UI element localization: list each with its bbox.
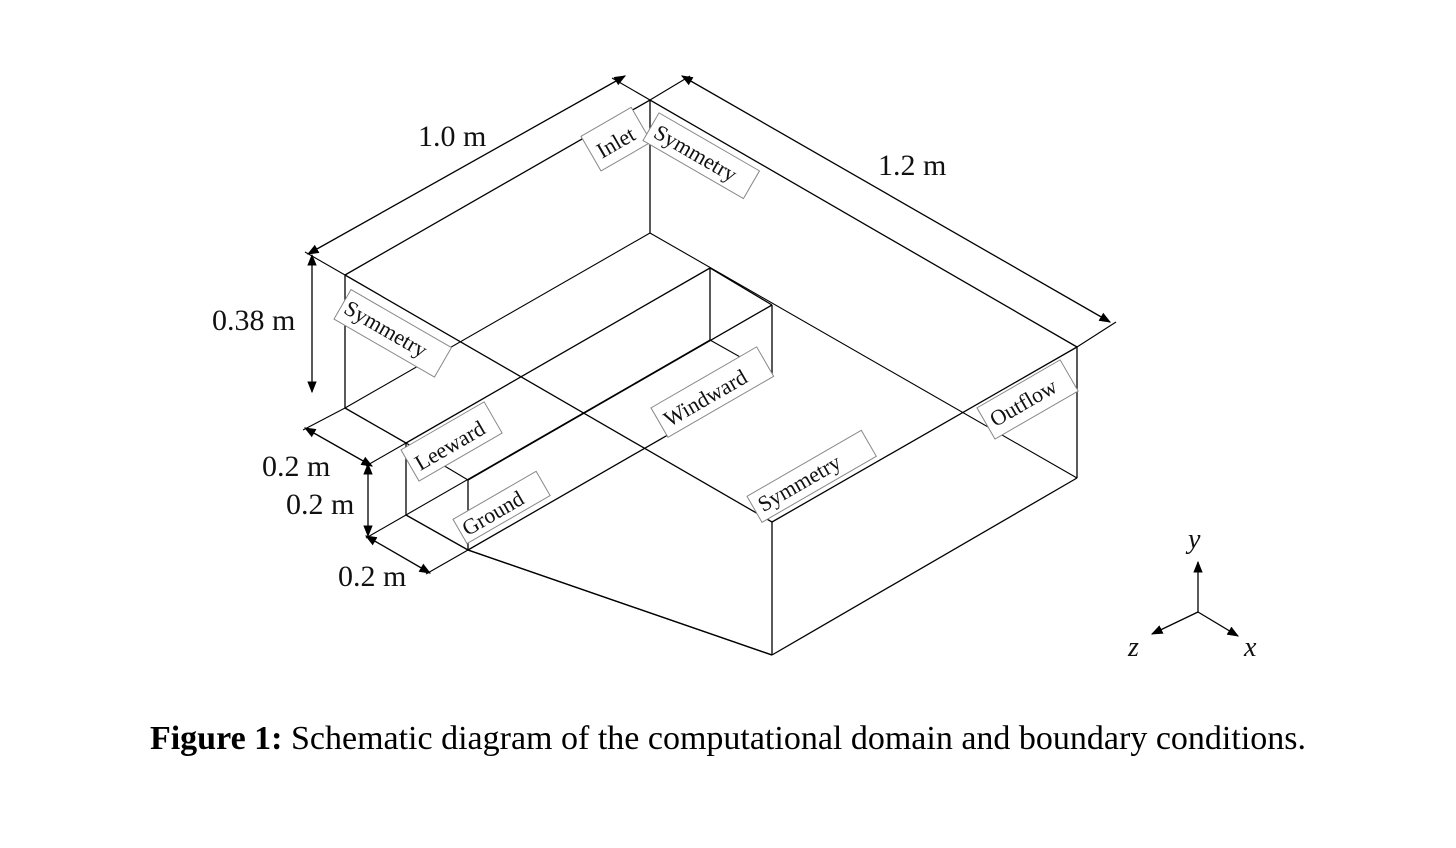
axis-triad (1150, 560, 1240, 637)
label-outflow: Outflow (976, 359, 1079, 440)
label-symmetry-back: Symmetry (642, 112, 761, 200)
axis-z-label: z (1127, 632, 1139, 663)
figure-caption: Figure 1: Schematic diagram of the compu… (0, 720, 1456, 758)
caption-text: Schematic diagram of the computational d… (282, 720, 1307, 757)
dim-length-top: 1.0 m (418, 120, 486, 153)
caption-label: Figure 1: (149, 720, 283, 757)
axis-x-label: x (1243, 632, 1257, 663)
dim-block-width: 0.2 m (338, 560, 406, 593)
dim-offset: 0.2 m (262, 450, 330, 483)
label-symmetry-front: Symmetry (746, 429, 877, 524)
label-windward: Windward (650, 346, 775, 439)
axis-y-label: y (1185, 524, 1201, 555)
dim-height: 0.38 m (212, 304, 295, 337)
dimension-lines (302, 75, 1117, 575)
dim-length-right: 1.2 m (878, 149, 946, 182)
label-inlet: Inlet (580, 106, 652, 172)
dim-block-height: 0.2 m (286, 488, 354, 521)
